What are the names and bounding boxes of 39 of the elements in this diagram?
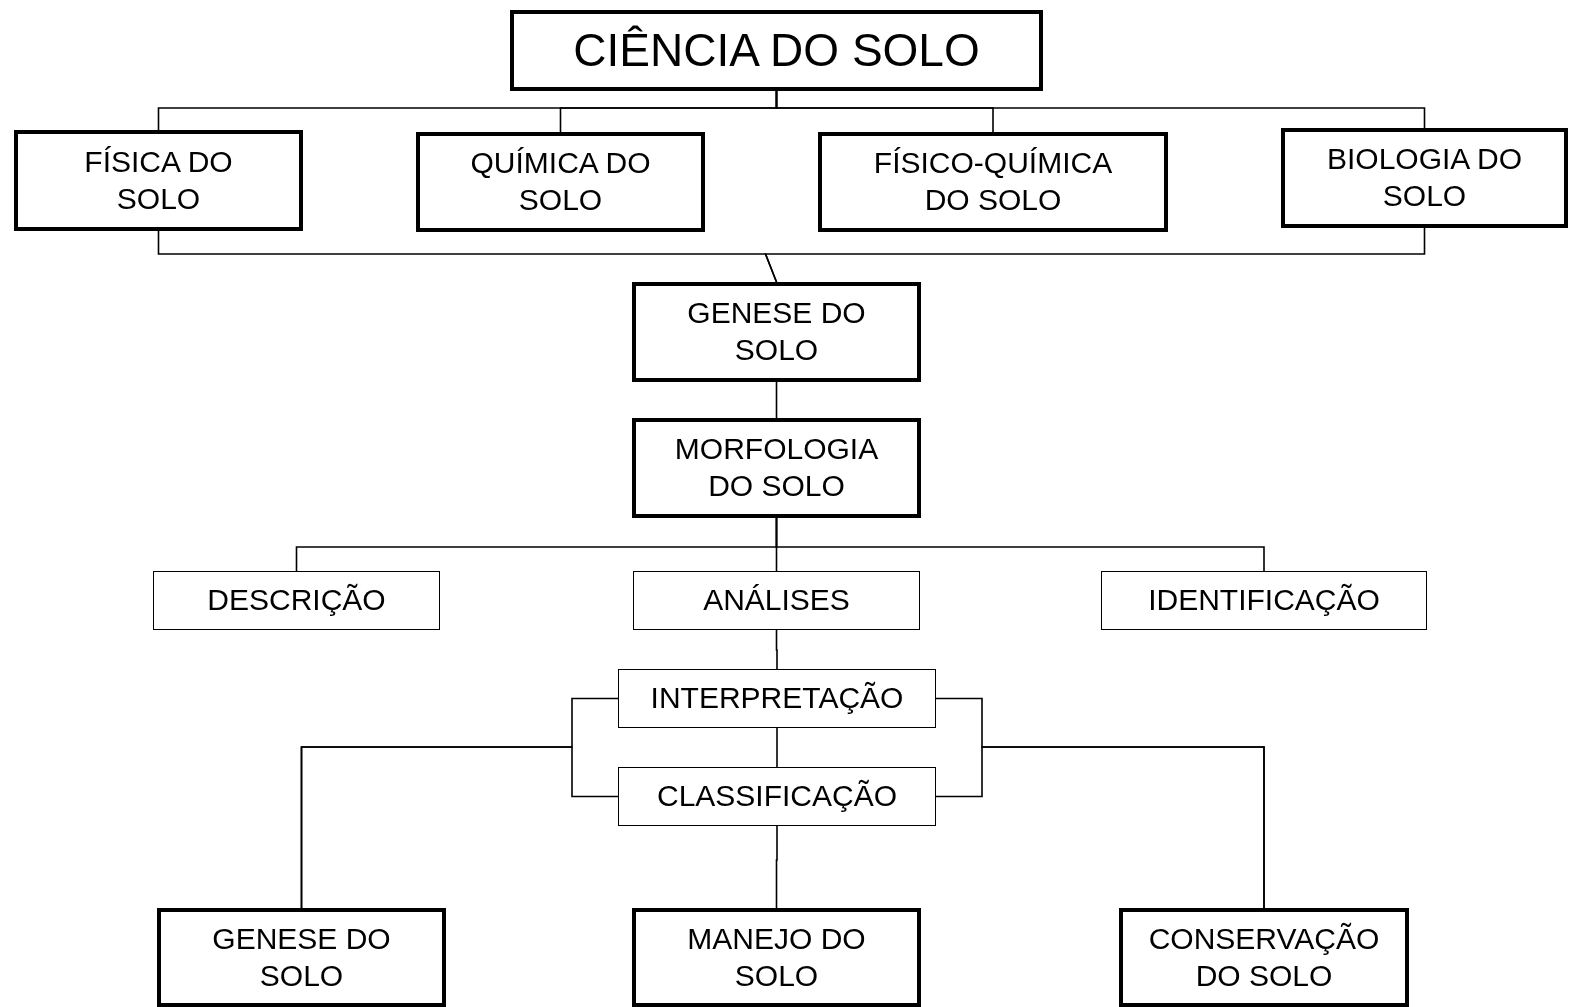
topic-box [416,132,705,232]
topic-box [818,132,1168,232]
topic-label: CONSERVAÇÃO DO SOLO [1147,920,1381,994]
topic-label: CIÊNCIA DO SOLO [573,23,980,79]
topic-box [14,130,303,231]
topic-label: GENESE DO SOLO [211,920,392,994]
topic-label: MORFOLOGIA DO SOLO [673,431,880,504]
connector-line [775,381,778,419]
topic-label: GENESE DO SOLO [686,295,867,368]
topic-box [153,571,440,630]
topic-box [632,908,921,1007]
topic-label: FÍSICO-QUÍMICA DO SOLO [872,145,1114,218]
topic-label: DESCRIÇÃO [207,582,386,619]
topic-box [1101,571,1427,630]
topic-box [1119,908,1409,1007]
topic-box [632,418,921,518]
topic-label: CLASSIFICAÇÃO [656,778,898,815]
topic-box [633,571,920,630]
connector-line [300,746,619,909]
connector-line [775,517,1265,572]
connector-line [775,629,778,670]
topic-box [618,669,936,728]
topic-label: IDENTIFICAÇÃO [1148,582,1380,619]
connector-line [764,227,1426,283]
connector-line [935,746,1265,909]
topic-box [157,908,446,1007]
topic-box [618,767,936,826]
topic-box [510,10,1043,91]
connector-line [776,727,778,768]
topic-label: QUÍMICA DO SOLO [469,145,652,218]
topic-label: BIOLOGIA DO SOLO [1325,141,1524,214]
topic-label: INTERPRETAÇÃO [650,680,904,717]
topic-box [1281,128,1568,228]
topic-label: FÍSICA DO SOLO [83,143,234,217]
connector-line [775,825,778,909]
topic-label: ANÁLISES [703,582,850,619]
topic-box [632,282,921,382]
connector-line [775,90,1426,129]
topic-label: MANEJO DO SOLO [686,920,867,994]
